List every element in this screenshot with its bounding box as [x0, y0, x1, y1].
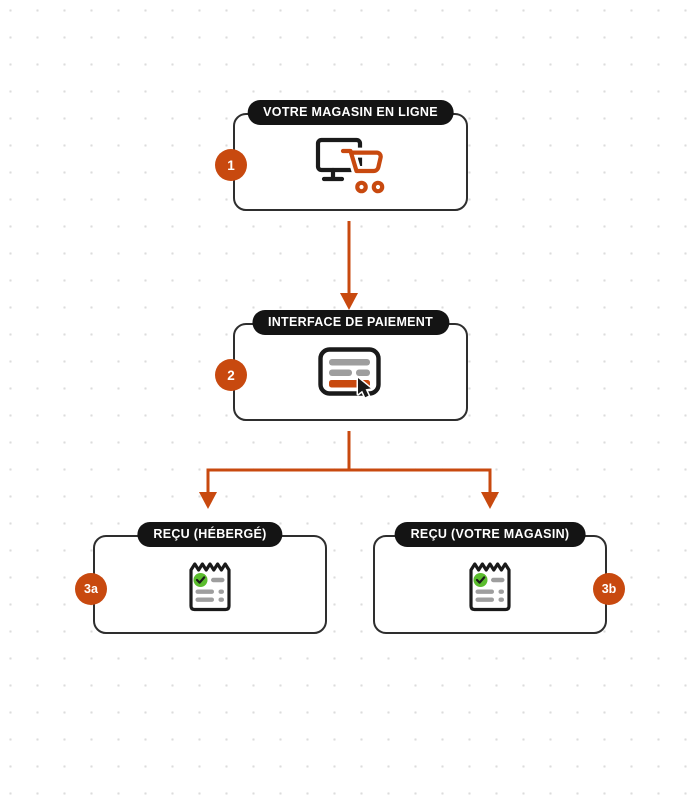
node-receipt-hosted-title: REÇU (HÉBERGÉ): [137, 522, 283, 547]
node-online-store: VOTRE MAGASIN EN LIGNE 1: [215, 100, 468, 211]
node-receipt-merchant: REÇU (VOTRE MAGASIN) 3b: [373, 522, 625, 634]
node-online-store-title: VOTRE MAGASIN EN LIGNE: [247, 100, 454, 125]
monitor-shopping-cart-icon: [313, 135, 389, 197]
payment-form-cursor-icon: [317, 346, 385, 404]
step-badge-1: 1: [215, 149, 247, 181]
step-badge-3a: 3a: [75, 573, 107, 605]
step-badge-3b: 3b: [593, 573, 625, 605]
arrowhead-to-receipt-merchant-icon: [481, 492, 499, 509]
node-receipt-hosted: REÇU (HÉBERGÉ) 3a: [75, 522, 327, 634]
edge-branch-line: [206, 468, 492, 493]
node-receipt-merchant-title: REÇU (VOTRE MAGASIN): [394, 522, 586, 547]
arrowhead-to-payment-icon: [340, 293, 358, 310]
node-payment-interface: INTERFACE DE PAIEMENT 2: [215, 310, 468, 421]
step-badge-2: 2: [215, 359, 247, 391]
receipt-check-icon: [466, 557, 514, 613]
receipt-check-icon: [186, 557, 234, 613]
node-payment-interface-title: INTERFACE DE PAIEMENT: [251, 310, 450, 335]
arrowhead-to-receipt-hosted-icon: [199, 492, 217, 509]
